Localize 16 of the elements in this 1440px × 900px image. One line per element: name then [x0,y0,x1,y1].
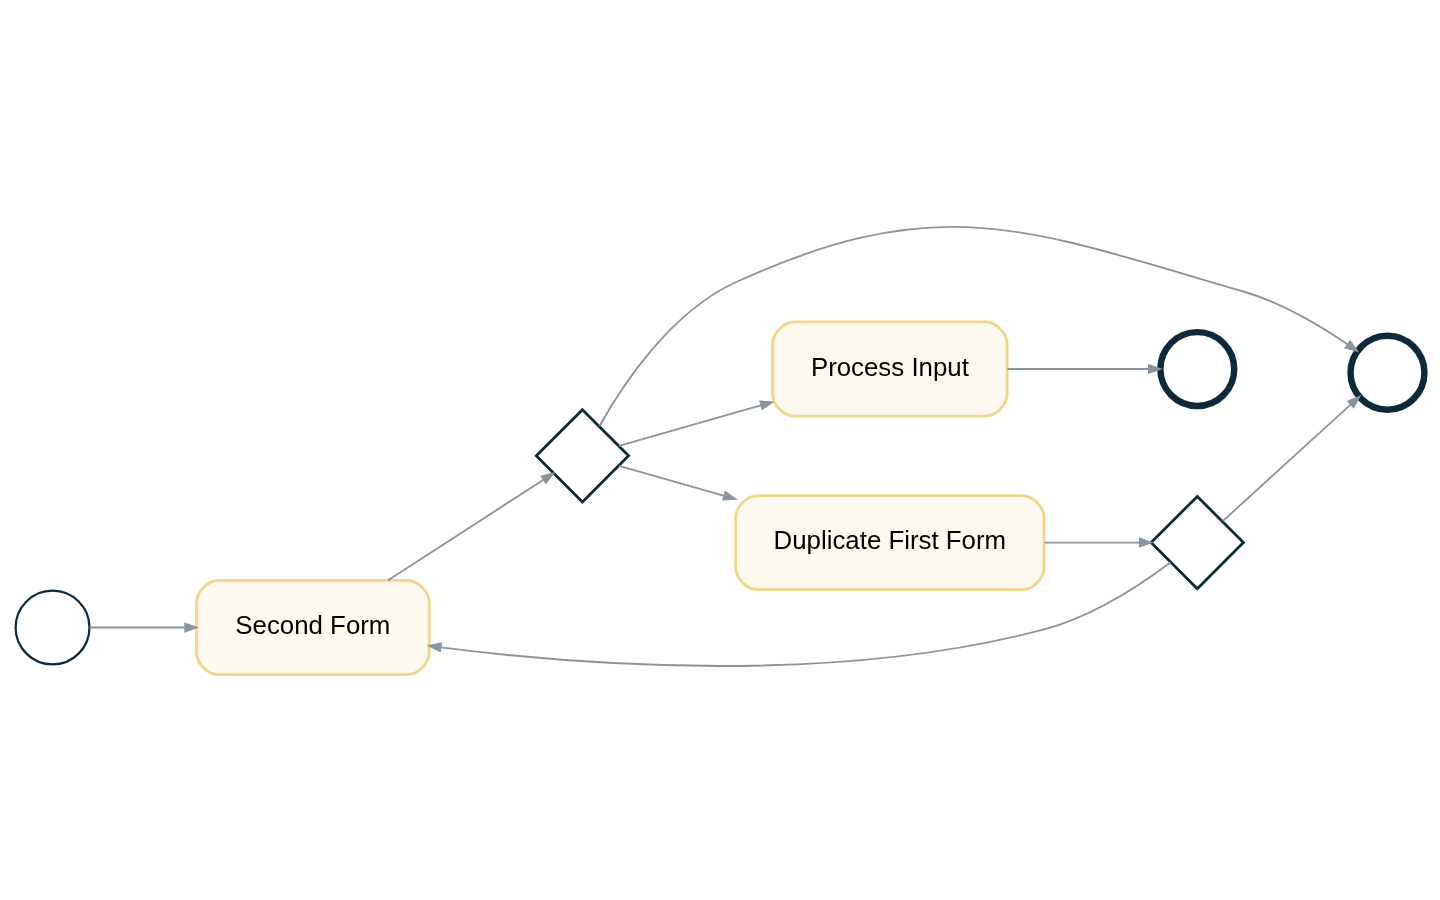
arrow [426,561,1172,667]
node-diamond [534,407,631,504]
node-circle [14,589,91,666]
arrow [1221,394,1362,522]
arrow [1043,536,1154,548]
node-box: Second Form [195,578,431,676]
node-box: Duplicate First Form [734,493,1046,591]
node-circle [1157,328,1238,409]
node-diamond [1149,494,1246,591]
node-box: Process Input [771,320,1009,417]
arrow [598,225,1360,427]
arrow [387,471,556,581]
arrow [618,464,738,501]
arrow [618,400,775,447]
arrow [1006,363,1163,374]
arrow [88,621,200,633]
